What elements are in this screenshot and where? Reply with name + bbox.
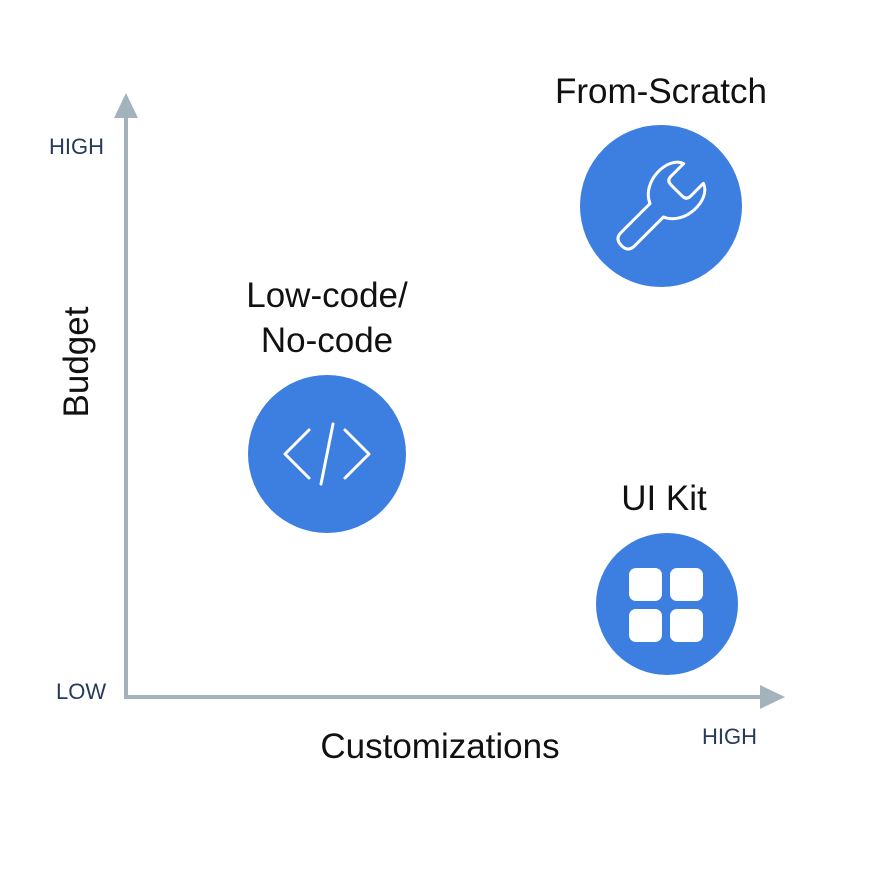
node-from-scratch-label: From-Scratch [555, 72, 767, 111]
node-from-scratch-circle [580, 125, 742, 287]
node-from-scratch: From-Scratch [555, 72, 767, 287]
node-low-code: Low-code/ No-code [246, 276, 408, 533]
x-axis-arrow-icon [760, 685, 785, 709]
node-ui-kit-label: UI Kit [621, 479, 707, 518]
grid-icon [629, 568, 703, 642]
y-axis-high-label: HIGH [49, 134, 104, 159]
y-axis-arrow-icon [114, 93, 138, 118]
node-low-code-label-line-2: No-code [261, 321, 393, 360]
node-low-code-label-line-1: Low-code/ [246, 276, 408, 315]
wrench-icon [616, 160, 707, 251]
code-icon [283, 422, 371, 486]
axis-origin-low-label: LOW [56, 679, 106, 704]
y-axis-title: Budget [57, 306, 96, 417]
x-axis-high-label: HIGH [702, 724, 757, 749]
x-axis-title: Customizations [320, 727, 559, 766]
node-ui-kit-circle [596, 533, 738, 675]
node-ui-kit: UI Kit [596, 479, 738, 675]
